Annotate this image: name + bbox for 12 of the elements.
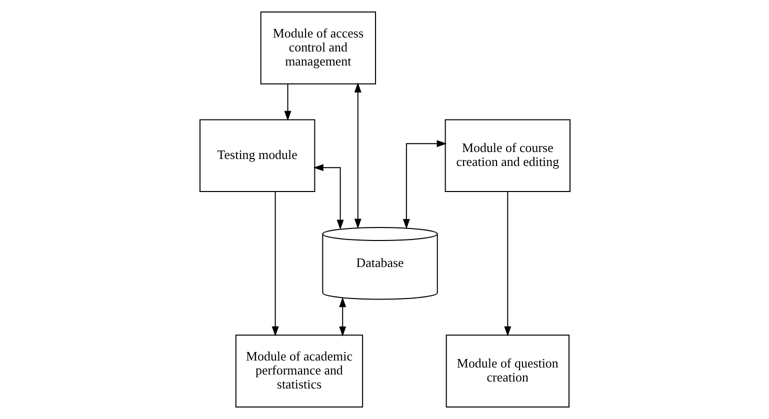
arrow <box>354 82 361 229</box>
node-box: Module of course creation and editing <box>444 119 570 192</box>
node-box: Module of academic performance and statistics <box>234 334 363 408</box>
arrow <box>402 140 446 229</box>
node-box: Testing module <box>199 119 315 192</box>
node-box: Module of access control and management <box>260 12 376 84</box>
arrow <box>338 297 346 336</box>
arrow <box>284 84 291 121</box>
arrow <box>504 191 511 336</box>
arrow <box>312 164 344 230</box>
arrow <box>271 191 278 336</box>
node-box: Module of question creation <box>445 334 570 408</box>
